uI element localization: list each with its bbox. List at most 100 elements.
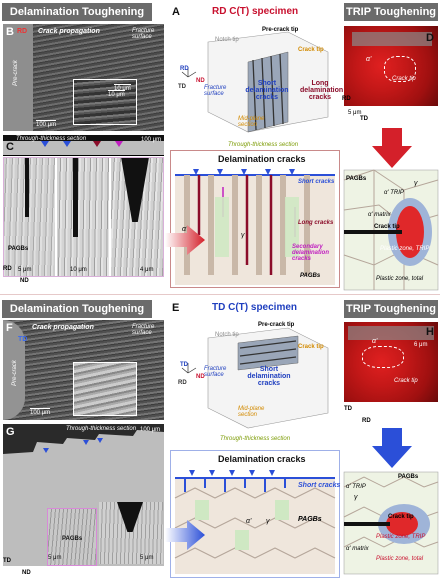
pre-crack-region	[3, 24, 33, 131]
crack-tip-trip-bottom: Crack tip	[388, 514, 414, 520]
notch-tip-a: Notch tip	[215, 37, 239, 43]
inset-g-1	[47, 508, 97, 566]
alpha-d: α'	[366, 56, 372, 63]
red-arrow-down	[372, 128, 412, 168]
alpha-h: α'	[372, 338, 378, 345]
alpha-matrix-top: α' matrix	[368, 212, 391, 218]
plastic-trip-top: Plastic zone, TRIP	[380, 246, 430, 252]
fracture-surface-a: Fracture surface	[204, 85, 227, 97]
panel-c-arrows	[41, 141, 123, 147]
header-delamination-bottom: Delamination Toughening	[2, 300, 152, 318]
header-trip-top: TRIP Toughening	[344, 3, 438, 21]
pre-crack-region-f	[3, 320, 25, 420]
panel-label-e: E	[172, 302, 180, 314]
pagbs-label-top: PAGBs	[300, 273, 321, 279]
mid-plane-e: Mid-plane section	[238, 406, 265, 418]
short-cracks-label-bottom: Short cracks	[298, 482, 341, 489]
axis-rd-b: RD	[17, 28, 28, 35]
scale-b-inset: 10 μm	[108, 90, 125, 98]
pagbs-trip-bottom: PAGBs	[398, 474, 419, 480]
short-cracks-label-top: Short cracks	[298, 179, 335, 185]
scale-c-top: 100 μm	[141, 137, 162, 143]
crack-propagation-f: Crack propagation	[32, 324, 94, 331]
axis-td-h: TD	[344, 406, 352, 412]
fracture-surface-b: Fracture surface	[132, 28, 155, 40]
panel-c-sem-1	[3, 157, 55, 277]
crack-tip-a: Crack tip	[298, 47, 324, 53]
inset-f	[73, 362, 137, 416]
axis-td-e: TD	[180, 362, 188, 368]
axis-rd-c: RD	[3, 266, 12, 272]
scale-g-2: 5 μm	[140, 555, 154, 561]
through-section-g: Through-thickness section	[66, 426, 137, 432]
axis-nd-a: ND	[196, 78, 205, 84]
panel-label-d: D	[426, 32, 434, 44]
blue-arrow-bottom	[165, 520, 205, 550]
scale-g-1: 5 μm	[48, 555, 62, 561]
plastic-total-top: Plastic zone, total	[376, 276, 424, 282]
alpha-label-bottom: α'	[246, 518, 252, 525]
axis-td-d: TD	[360, 116, 368, 122]
axis-rd-d: RD	[342, 96, 351, 102]
schematic-frame-top	[170, 150, 340, 288]
rd-ct-specimen-drawing	[181, 31, 329, 133]
axis-rd-a: RD	[180, 66, 189, 72]
row-divider	[0, 294, 440, 295]
mid-plane-a: Mid-plane section	[238, 116, 265, 128]
alpha-label-top: α'	[182, 226, 188, 233]
crack-propagation-b: Crack propagation	[38, 28, 100, 35]
inset-b	[73, 79, 137, 125]
crack-tip-d: Crack tip	[392, 76, 416, 82]
scale-f-main: 100 μm	[30, 408, 51, 416]
blue-arrow-down	[372, 428, 412, 468]
axis-nd-c: ND	[20, 278, 29, 284]
axis-rd-e: RD	[178, 380, 187, 386]
gamma-trip-top: γ	[414, 180, 418, 187]
header-delamination-top: Delamination Toughening	[2, 3, 152, 21]
panel-c-sem-3	[111, 157, 164, 277]
pagbs-trip-top: PAGBs	[346, 176, 367, 182]
long-cracks-a: Long delamination cracks	[300, 80, 344, 101]
pagbs-c: PAGBs	[8, 246, 29, 252]
pre-crack-tip-a: Pre-crack tip	[262, 27, 299, 33]
scale-c-2: 10 μm	[70, 267, 87, 273]
long-cracks-label-top: Long cracks	[298, 220, 334, 226]
td-ct-specimen-drawing	[181, 327, 329, 429]
scale-f-inset: 10 μm	[114, 84, 131, 92]
schematic-grains-bottom	[174, 470, 336, 574]
fracture-surface-e: Fracture surface	[204, 366, 227, 378]
secondary-cracks-label-top: Secondary delamination cracks	[292, 244, 330, 262]
trip-schematic-top	[343, 169, 439, 291]
crack-tip-h: Crack tip	[394, 378, 418, 384]
axis-nd-g: ND	[22, 570, 31, 576]
delamination-cracks-title-top: Delamination cracks	[218, 154, 306, 164]
notch-tip-e: Notch tip	[215, 332, 239, 338]
panel-label-c: C	[6, 141, 14, 153]
scale-c-1: 5 μm	[18, 267, 32, 273]
fracture-surface-f: Fracture surface	[132, 324, 155, 336]
pre-crack-tip-e: Pre-crack tip	[258, 322, 295, 328]
scale-g-top: 100 μm	[140, 427, 161, 433]
panel-label-g: G	[6, 426, 15, 438]
axis-nd-e: ND	[196, 374, 205, 380]
axis-td-g: TD	[3, 558, 11, 564]
trip-schematic-bottom	[343, 471, 439, 575]
pre-crack-b: Pre-crack	[12, 60, 19, 86]
header-trip-bottom: TRIP Toughening	[344, 300, 438, 318]
panel-label-f: F	[6, 322, 13, 334]
delamination-cracks-title-bottom: Delamination cracks	[218, 454, 306, 464]
short-cracks-a: Short delamination cracks	[245, 80, 289, 101]
plastic-total-bottom: Plastic zone, total	[376, 556, 424, 562]
pagbs-label-bottom: PAGBs	[298, 516, 322, 523]
gamma-trip-bottom: γ	[354, 494, 358, 501]
plastic-trip-bottom: Plastic zone, TRIP	[376, 534, 426, 540]
red-arrow-top	[165, 225, 205, 255]
panel-label-h: H	[426, 326, 434, 338]
pre-crack-f: Pre-crack	[11, 360, 18, 386]
axis-td-a: TD	[178, 84, 186, 90]
panel-g-sem-image	[3, 424, 164, 566]
panel-label-b: B	[6, 26, 14, 38]
crack-tip-trip-top: Crack tip	[374, 224, 400, 230]
inset-g-2	[99, 502, 163, 564]
crack-tip-e: Crack tip	[298, 344, 324, 350]
